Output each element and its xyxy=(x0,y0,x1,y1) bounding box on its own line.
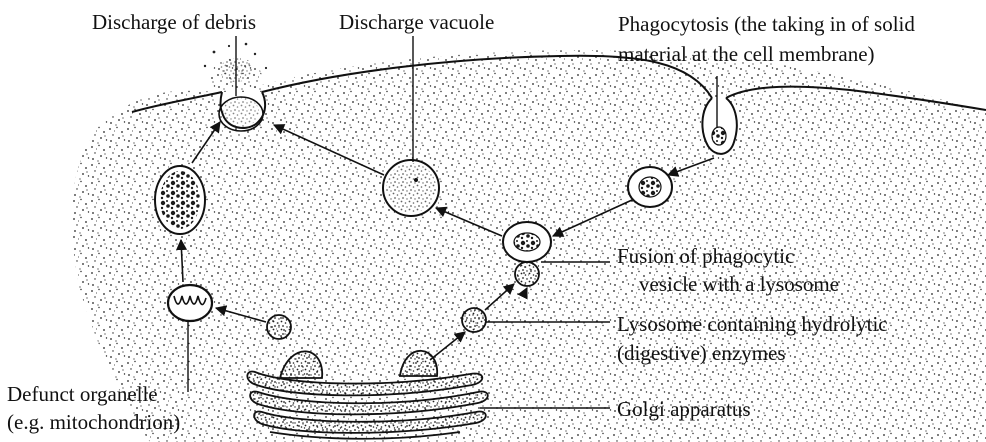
label-phagocytosis-line1: Phagocytosis (the taking in of solid xyxy=(618,12,915,36)
label-fusion-line1: Fusion of phagocytic xyxy=(617,244,794,268)
label-golgi: Golgi apparatus xyxy=(617,397,751,421)
label-fusion-line2: vesicle with a lysosome xyxy=(639,272,839,296)
autophagic-vacuole xyxy=(155,166,205,234)
label-defunct-line1: Defunct organelle xyxy=(7,382,158,406)
discharge-vacuole xyxy=(383,160,439,216)
label-lysosome-line1: Lysosome containing hydrolytic xyxy=(617,312,888,336)
lysosome-left xyxy=(267,315,291,339)
arrow-lyso-fuses xyxy=(526,288,527,290)
label-phagocytosis-line2: material at the cell membrane) xyxy=(618,42,875,66)
label-defunct-line2: (e.g. mitochondrion) xyxy=(7,410,180,434)
engulfed-particle xyxy=(712,127,726,145)
label-discharge-debris: Discharge of debris xyxy=(92,10,256,34)
label-discharge-vacuole: Discharge vacuole xyxy=(339,10,494,34)
lysosome-right xyxy=(462,308,486,332)
fusing-vacuole-content xyxy=(223,97,259,127)
defunct-mitochondrion xyxy=(168,285,212,321)
label-lysosome-line2: (digestive) enzymes xyxy=(617,341,786,365)
phagocytic-vesicle xyxy=(628,167,672,207)
